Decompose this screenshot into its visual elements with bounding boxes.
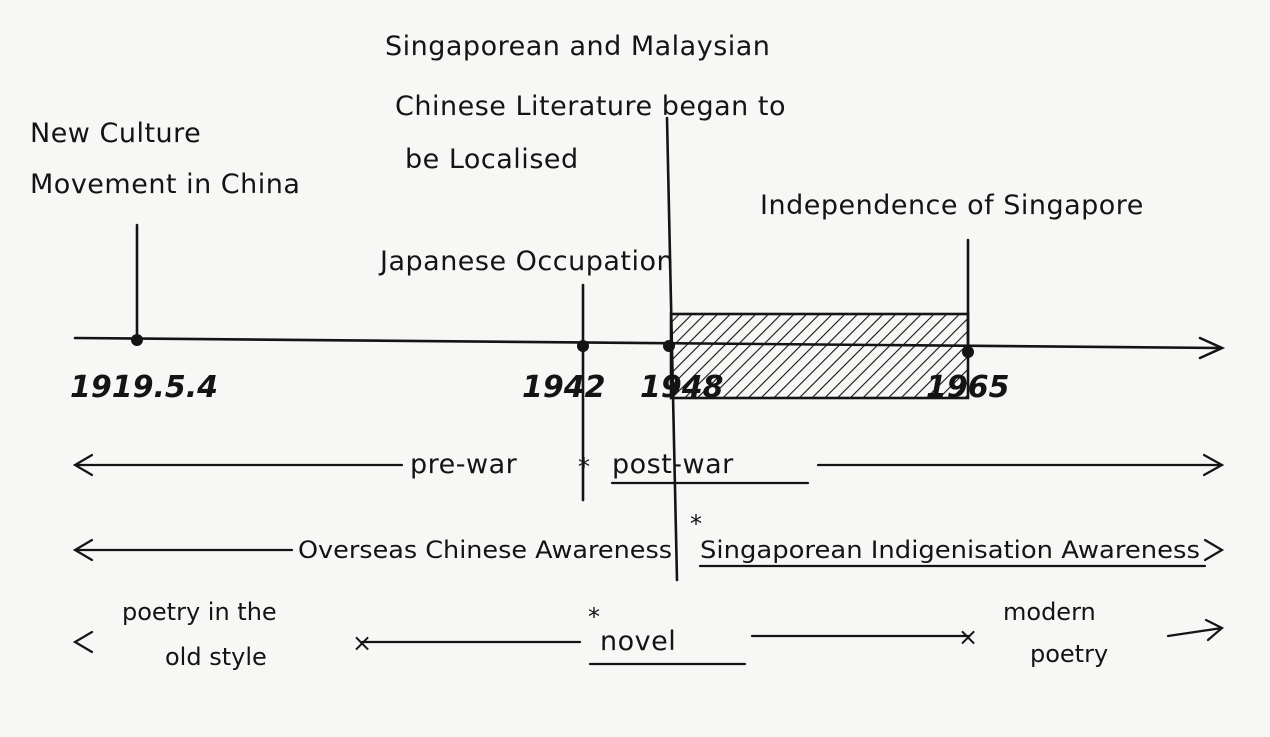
date-1965: 1965 xyxy=(926,370,1010,405)
war-row xyxy=(72,453,1225,485)
cross-mark-right: × xyxy=(958,623,978,651)
date-1942: 1942 xyxy=(522,370,606,405)
localised-label-3: be Localised xyxy=(405,144,579,175)
dot-localised xyxy=(663,340,675,352)
date-1919: 1919.5.4 xyxy=(70,370,218,405)
genre-star: * xyxy=(588,603,600,631)
pre-war-label: pre-war xyxy=(410,449,518,480)
modern-poetry-label-1: modern xyxy=(1003,598,1096,626)
dot-independence xyxy=(962,346,974,358)
novel-label: novel xyxy=(600,626,676,657)
awareness-star: * xyxy=(690,510,702,538)
modern-poetry-label-2: poetry xyxy=(1030,640,1108,668)
genre-row xyxy=(72,618,1224,666)
japanese-label: Japanese Occupation xyxy=(378,246,674,277)
post-war-label: post-war xyxy=(612,449,734,480)
independence-label: Independence of Singapore xyxy=(760,190,1144,221)
singaporean-awareness-label: Singaporean Indigenisation Awareness xyxy=(700,536,1200,564)
date-1948: 1948 xyxy=(640,370,724,405)
localised-label-2: Chinese Literature began to xyxy=(395,91,786,122)
main-axis xyxy=(73,336,1226,360)
new-culture-label-1: New Culture xyxy=(30,118,201,149)
localised-label-1: Singaporean and Malaysian xyxy=(385,31,770,62)
old-style-label-1: poetry in the xyxy=(122,598,277,626)
cross-mark-left: × xyxy=(352,629,372,657)
dot-japanese xyxy=(577,340,589,352)
old-style-label-2: old style xyxy=(165,643,267,671)
event-ticks xyxy=(131,116,974,582)
awareness-row xyxy=(72,538,1225,568)
overseas-awareness-label: Overseas Chinese Awareness xyxy=(298,536,672,564)
hatched-period xyxy=(669,312,970,400)
dot-new-culture xyxy=(131,334,143,346)
war-star: * xyxy=(578,453,590,481)
new-culture-label-2: Movement in China xyxy=(30,169,300,200)
